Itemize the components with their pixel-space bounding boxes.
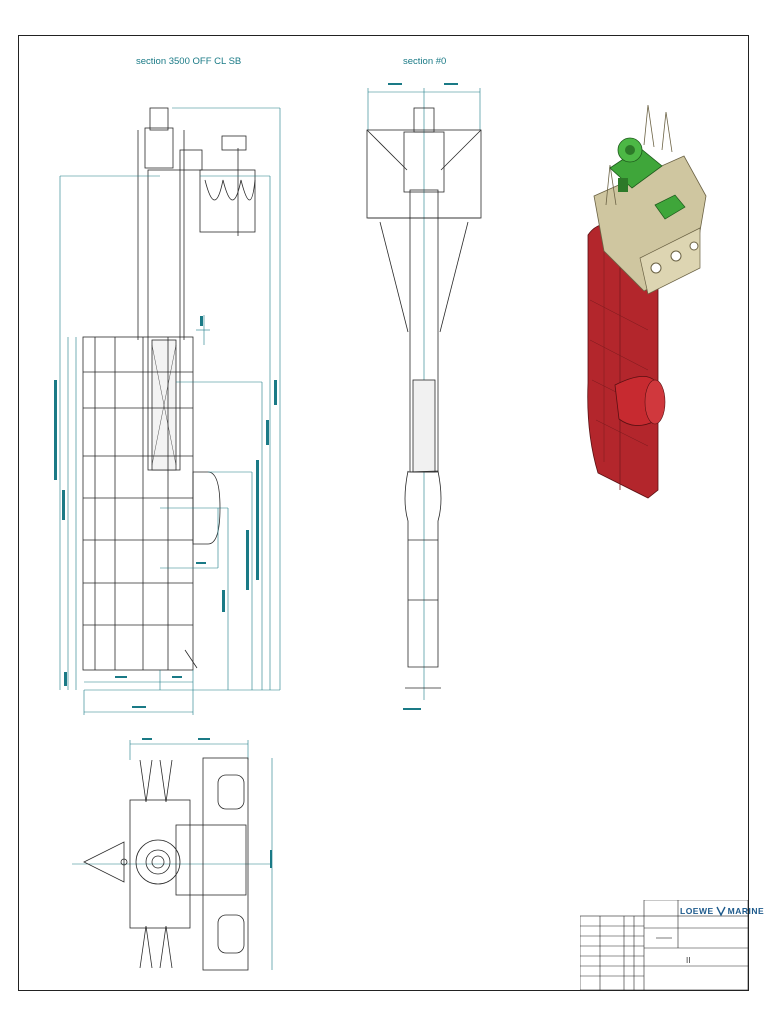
front-view-dim-text-marks bbox=[388, 83, 458, 710]
side-view-dim-text-marks bbox=[54, 316, 277, 708]
title-block bbox=[580, 900, 748, 990]
plan-view-dim-text-marks bbox=[142, 738, 272, 868]
section-left-title: section 3500 OFF CL SB bbox=[136, 56, 242, 67]
section-mid-title: section #0 bbox=[403, 56, 447, 67]
iso-rudder-blade bbox=[587, 223, 666, 499]
logo-mark-icon bbox=[716, 906, 726, 916]
side-view-dimensions bbox=[59, 107, 281, 715]
front-view-geometry bbox=[366, 107, 482, 689]
side-view-geometry bbox=[82, 107, 256, 671]
logo-text-b: MARINE bbox=[727, 906, 765, 916]
iso-steering-gear bbox=[609, 137, 686, 220]
plan-view-geometry bbox=[83, 757, 249, 971]
logo-text-a: LOEWE bbox=[680, 906, 714, 916]
sheet-number: II bbox=[686, 956, 691, 965]
drawing-sheet-border bbox=[18, 35, 749, 991]
company-logo: LOEWE MARINE bbox=[680, 906, 764, 916]
